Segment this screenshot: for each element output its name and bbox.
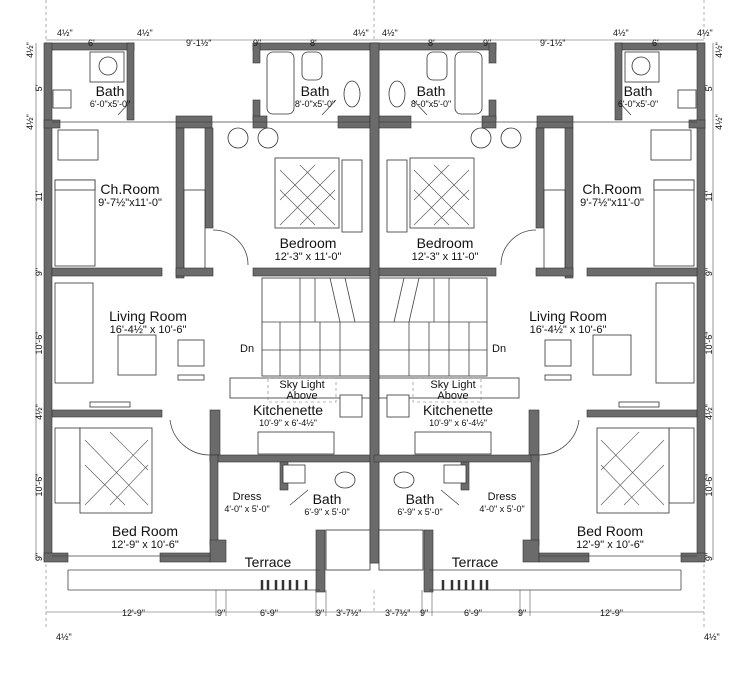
dim-label: 4½": [34, 404, 44, 420]
dim-label: 9": [704, 268, 714, 276]
dim-label: 4½": [714, 114, 724, 130]
room-size: 12'-9" x 10'-6": [111, 539, 179, 551]
room-name: Bath: [417, 83, 446, 99]
room-name: Bed Room: [577, 523, 643, 539]
left-unit-labels: Bath 6'-0"x5'-0" Bath 8'-0"x5'-0" Ch.Roo…: [90, 83, 350, 570]
dim-label: 10'-6": [704, 474, 714, 497]
room-size: 12'-3" x 11'-0": [412, 251, 479, 263]
dim-label: 11': [704, 190, 714, 201]
room-size: 12'-3" x 11'-0": [275, 251, 342, 263]
room-size: 9'-7½"x11'-0": [98, 197, 162, 209]
room-size: 16'-4½" x 10'-6": [110, 324, 187, 336]
room-size: 4'-0" x 5'-0": [479, 504, 524, 514]
dim-label: 9": [316, 608, 324, 618]
dim-label: 9": [217, 608, 225, 618]
dim-label: 9": [518, 608, 526, 618]
dim-label: 9": [34, 268, 44, 276]
room-name: Living Room: [529, 308, 607, 324]
skylight-label: Above: [286, 390, 317, 402]
dim-label: 4½": [382, 28, 398, 38]
room-name: Terrace: [245, 554, 292, 570]
dim-label: 4½": [137, 28, 153, 38]
stair-down-label: Dn: [240, 343, 254, 355]
dim-label: 9": [253, 38, 261, 48]
dim-label: 6': [652, 38, 659, 48]
room-size: 4'-0" x 5'-0": [224, 504, 269, 514]
room-name: Bath: [313, 491, 342, 507]
dim-label: 10'-6": [34, 474, 44, 497]
dim-label: 11': [34, 190, 44, 201]
room-size: 8'-0"x5'-0": [295, 99, 335, 109]
dim-label: 6': [88, 38, 95, 48]
dim-label: 10'-6": [34, 332, 44, 355]
bottom-dimensions: 12'-9" 9" 6'-9" 9" 3'-7½" 3'-7½" 9" 6'-9…: [56, 608, 720, 642]
room-name: Kitchenette: [423, 402, 493, 418]
dim-label: 4½": [25, 114, 35, 130]
right-unit-labels: Bath 6'-0"x5'-0" Bath 8'-0"x5'-0" Ch.Roo…: [397, 83, 658, 570]
room-size: 10'-9" x 6'-4½": [429, 418, 487, 428]
dim-label: 4½": [57, 28, 73, 38]
dim-label: 9": [420, 608, 428, 618]
room-size: 6'-9" x 5'-0": [397, 507, 442, 517]
room-name: Dress: [233, 491, 262, 503]
dim-label: 4½": [704, 404, 714, 420]
room-size: 6'-0"x5'-0": [90, 99, 130, 109]
room-size: 8'-0"x5'-0": [411, 99, 451, 109]
dim-label: 5': [34, 84, 44, 91]
dim-label: 4½": [714, 42, 724, 58]
dim-label: 4½": [353, 28, 369, 38]
dim-label: 3'-7½": [385, 608, 410, 618]
room-name: Ch.Room: [100, 181, 159, 197]
room-name: Dress: [488, 491, 517, 503]
room-size: 12'-9" x 10'-6": [576, 539, 644, 551]
dim-label: 4½": [25, 42, 35, 58]
dim-label: 4½": [704, 632, 720, 642]
dim-label: 6'-9": [464, 608, 482, 618]
dim-label: 4½": [613, 28, 629, 38]
dim-label: 9": [483, 38, 491, 48]
dim-label: 12'-9": [600, 608, 623, 618]
room-name: Ch.Room: [582, 181, 641, 197]
room-name: Bedroom: [417, 235, 474, 251]
dim-label: 6'-9": [260, 608, 278, 618]
dim-label: 9'-1½": [186, 38, 211, 48]
room-name: Bath: [406, 491, 435, 507]
top-dimensions: 4½" 6' 4½" 9'-1½" 9" 8' 4½" 4½" 8' 9" 9'…: [57, 28, 713, 48]
room-name: Bath: [624, 83, 653, 99]
room-size: 10'-9" x 6'-4½": [259, 418, 317, 428]
dim-label: 3'-7½": [336, 608, 361, 618]
dim-label: 9": [34, 553, 44, 561]
skylight-label: Above: [437, 390, 468, 402]
unit-walls: [43, 42, 380, 593]
room-name: Bedroom: [280, 235, 337, 251]
dim-label: 4½": [697, 28, 713, 38]
right-dimensions: 4½" 5' 4½" 11' 9" 10'-6" 4½" 10'-6" 9": [704, 42, 724, 561]
room-name: Bed Room: [112, 523, 178, 539]
left-dimensions: 4½" 5' 4½" 11' 9" 10'-6" 4½" 10'-6" 9": [25, 42, 44, 561]
dim-label: 9'-1½": [540, 38, 565, 48]
room-name: Bath: [301, 83, 330, 99]
room-name: Bath: [96, 83, 125, 99]
dim-label: 12'-9": [122, 608, 145, 618]
dim-label: 10'-6": [704, 332, 714, 355]
dim-label: 8': [310, 38, 317, 48]
dim-label: 4½": [56, 632, 72, 642]
skylight-label: Sky Light: [430, 379, 475, 391]
room-size: 6'-0"x5'-0": [618, 99, 658, 109]
dim-label: 5': [704, 84, 714, 91]
skylight-label: Sky Light: [279, 379, 324, 391]
dim-label: 9": [704, 553, 714, 561]
room-name: Living Room: [109, 308, 187, 324]
stair-down-label: Dn: [492, 343, 506, 355]
room-size: 6'-9" x 5'-0": [304, 507, 349, 517]
room-name: Terrace: [452, 554, 499, 570]
room-size: 9'-7½"x11'-0": [580, 197, 644, 209]
room-name: Kitchenette: [253, 402, 323, 418]
dim-label: 8': [428, 38, 435, 48]
room-size: 16'-4½" x 10'-6": [530, 324, 607, 336]
